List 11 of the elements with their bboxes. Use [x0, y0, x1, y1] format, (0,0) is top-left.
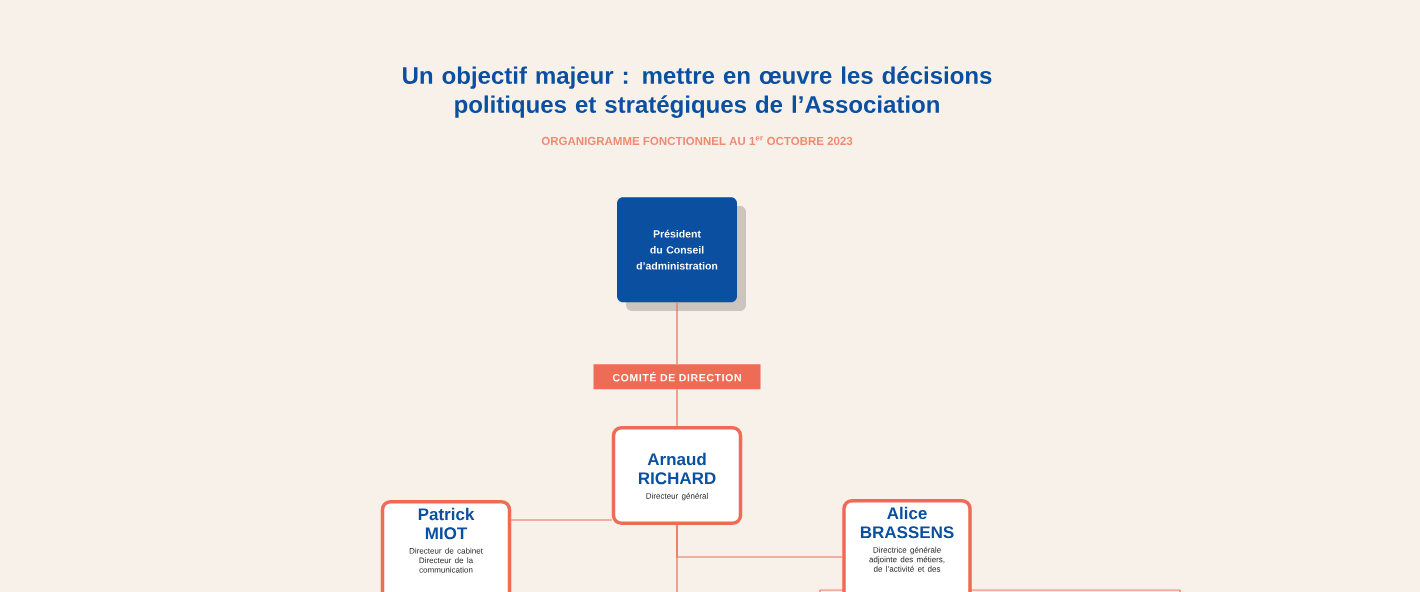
connector-line: [676, 301, 678, 365]
title: Un objectif majeur : mettre en œuvre les décisions politiques et stratégiques de l’Association: [403, 66, 992, 118]
connector-line: [510, 519, 613, 521]
connector-line: [676, 524, 678, 592]
person-box: Arnaud RICHARD Directeur général: [611, 426, 743, 526]
committee-band: COMITÉ DE DIRECTION: [593, 364, 761, 390]
president-box: Président du Conseil d’administration: [617, 197, 746, 311]
subtitle: ORGANIGRAMME FONCTIONNEL AU 1$^{er}$ OCTOBRE 2023: [541, 136, 853, 145]
person-box: Patrick MIOT Directeur de cabinet Directeur de la communication: [380, 500, 512, 592]
person-box: Alice BRASSENS Directrice générale adjointe des métiers, de l’activité et des: [842, 499, 972, 592]
connector-line: [676, 388, 678, 427]
